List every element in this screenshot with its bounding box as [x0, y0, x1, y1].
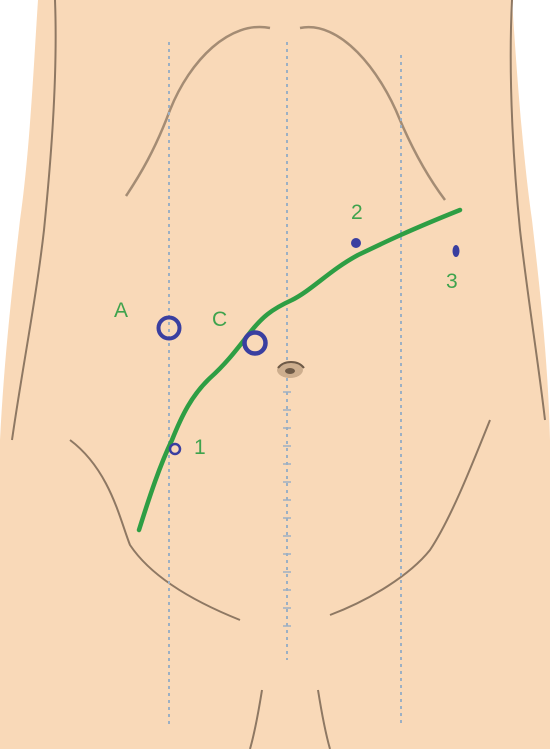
label-1: 1 [194, 436, 206, 459]
label-c: C [212, 308, 227, 331]
label-3: 3 [446, 270, 458, 293]
port-3-marker [453, 245, 460, 257]
label-2: 2 [351, 201, 363, 224]
label-a: A [114, 299, 128, 322]
port-2-marker [351, 238, 361, 248]
